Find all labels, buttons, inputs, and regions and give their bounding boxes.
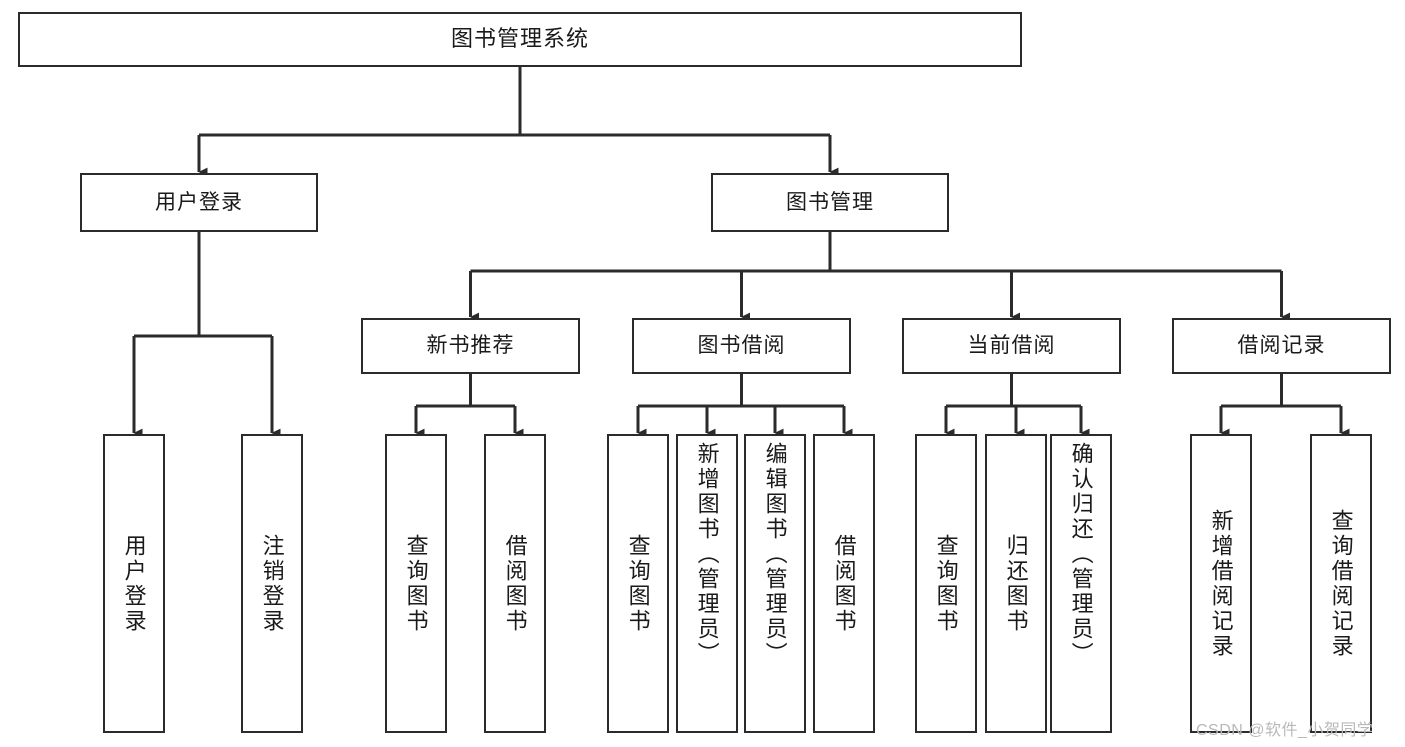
node-leaf-edit-book-admin[interactable]: 编辑图书（管理员） (744, 434, 806, 733)
node-leaf-borrow-book-2[interactable]: 借阅图书 (813, 434, 875, 733)
node-leaf-query-book-2[interactable]: 查询图书 (607, 434, 669, 733)
node-label: 确认归还（管理员） (1068, 442, 1094, 667)
node-label: 新书推荐 (426, 334, 515, 358)
node-label: 用户登录 (155, 190, 243, 214)
node-label: 查询图书 (625, 533, 651, 634)
node-new-book-rec[interactable]: 新书推荐 (361, 318, 580, 374)
node-leaf-user-login[interactable]: 用户登录 (103, 434, 165, 733)
node-label: 借阅图书 (831, 533, 857, 634)
csdn-watermark: CSDN @软件_小贺同学 (1196, 722, 1374, 739)
node-label: 图书管理 (786, 190, 874, 214)
node-leaf-query-book-1[interactable]: 查询图书 (385, 434, 447, 733)
node-label: 归还图书 (1003, 533, 1029, 634)
node-leaf-user-logout[interactable]: 注销登录 (241, 434, 303, 733)
node-label: 注销登录 (259, 533, 285, 634)
node-leaf-return-book[interactable]: 归还图书 (985, 434, 1047, 733)
node-leaf-confirm-return-admin[interactable]: 确认归还（管理员） (1050, 434, 1112, 733)
node-leaf-add-book-admin[interactable]: 新增图书（管理员） (676, 434, 738, 733)
node-user-login[interactable]: 用户登录 (80, 173, 318, 232)
node-label: 图书管理系统 (450, 26, 589, 52)
node-leaf-query-book-3[interactable]: 查询图书 (915, 434, 977, 733)
node-leaf-borrow-book-1[interactable]: 借阅图书 (484, 434, 546, 733)
node-label: 新增图书（管理员） (694, 442, 720, 667)
node-label: 查询图书 (933, 533, 959, 634)
node-current-borrow[interactable]: 当前借阅 (902, 318, 1121, 374)
node-root-system[interactable]: 图书管理系统 (18, 12, 1022, 67)
node-leaf-query-borrow-record[interactable]: 查询借阅记录 (1310, 434, 1372, 733)
node-label: 借阅记录 (1237, 334, 1326, 358)
node-label: 用户登录 (121, 533, 147, 634)
node-borrow-record[interactable]: 借阅记录 (1172, 318, 1391, 374)
node-leaf-add-borrow-record[interactable]: 新增借阅记录 (1190, 434, 1252, 733)
node-label: 新增借阅记录 (1208, 508, 1234, 659)
node-label: 图书借阅 (697, 334, 786, 358)
node-label: 查询图书 (403, 533, 429, 634)
node-label: 编辑图书（管理员） (762, 442, 788, 667)
node-book-borrow[interactable]: 图书借阅 (632, 318, 851, 374)
node-label: 查询借阅记录 (1328, 508, 1354, 659)
node-book-manage[interactable]: 图书管理 (711, 173, 949, 232)
node-label: 借阅图书 (502, 533, 528, 634)
node-label: 当前借阅 (967, 334, 1056, 358)
